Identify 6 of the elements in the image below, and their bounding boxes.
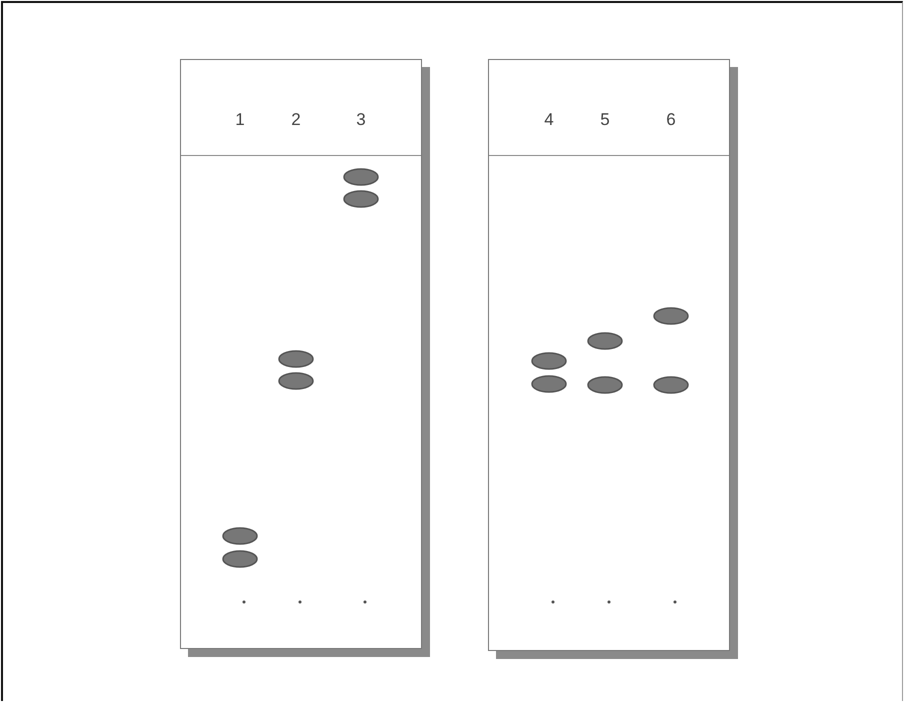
lane-number: 2 xyxy=(291,110,301,130)
lane-number: 1 xyxy=(235,110,245,130)
lane-number: 3 xyxy=(356,110,366,130)
lane-number: 6 xyxy=(666,110,676,130)
lane-number: 5 xyxy=(600,110,610,130)
lane-number: 4 xyxy=(544,110,554,130)
